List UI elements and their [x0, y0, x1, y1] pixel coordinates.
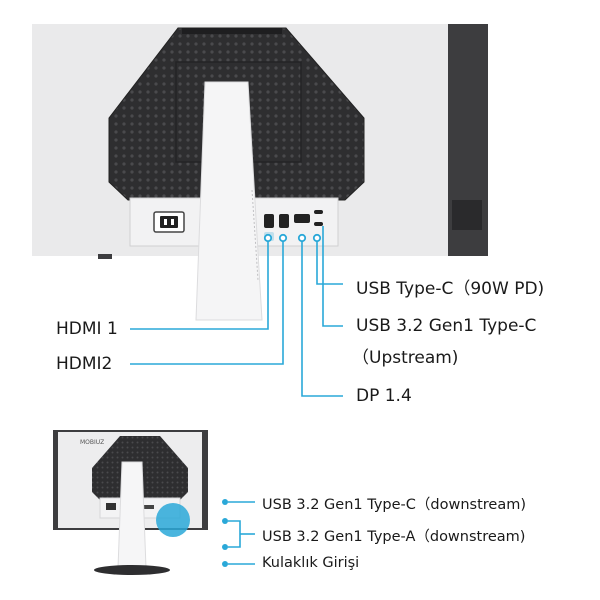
- label-usb-a-downstream: USB 3.2 Gen1 Type-A（downstream): [262, 529, 526, 545]
- label-dp: DP 1.4: [356, 386, 412, 406]
- usb-c-port-icon: [314, 210, 323, 226]
- displayport-icon: [294, 214, 310, 223]
- label-hdmi1: HDMI 1: [56, 319, 118, 339]
- label-hdmi2: HDMI2: [56, 354, 113, 374]
- label-headphone: Kulaklık Girişi: [262, 555, 360, 571]
- side-port-highlight: [156, 503, 190, 537]
- stand-column: [195, 81, 263, 321]
- power-socket-icon: [153, 211, 185, 233]
- label-usb-upstream-line1: USB 3.2 Gen1 Type-C: [356, 316, 537, 336]
- label-usb-upstream-line2: （Upstream): [352, 348, 459, 368]
- label-usb-c-downstream: USB 3.2 Gen1 Type-C（downstream): [262, 497, 526, 513]
- hdmi-port-icon: [279, 214, 289, 228]
- svg-text:MOBIUZ: MOBIUZ: [80, 439, 104, 446]
- label-usb-c-pd: USB Type-C（90W PD): [356, 279, 545, 299]
